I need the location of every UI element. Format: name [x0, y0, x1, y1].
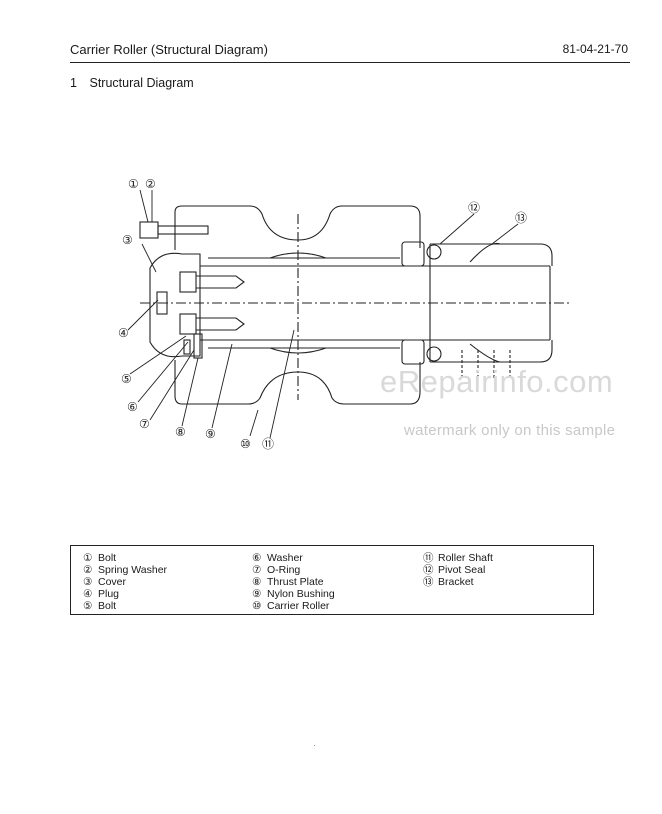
callout-5: ⑤	[121, 372, 132, 386]
bolt-5-upper	[179, 271, 197, 293]
pivot-seal-upper	[401, 241, 425, 267]
section-title: Structural Diagram	[89, 76, 194, 90]
bracket-curve	[469, 242, 501, 363]
page-header: Carrier Roller (Structural Diagram) 81-0…	[70, 42, 630, 63]
pivot-seal-lower	[401, 339, 425, 365]
callout-11: ⑪	[262, 437, 274, 451]
page-code: 81-04-21-70	[562, 42, 628, 56]
bolt-5-upper-shank	[196, 275, 245, 289]
callout-7: ⑦	[139, 417, 150, 431]
seal-ring-lower	[426, 346, 442, 362]
section-number: 1	[70, 76, 77, 90]
bolt-5-lower-shank	[196, 317, 245, 331]
callout-4: ④	[118, 326, 129, 340]
washer-shape	[183, 339, 191, 355]
watermark-main: eRepairinfo.com	[380, 364, 614, 399]
callout-2: ②	[145, 177, 156, 191]
callout-12: ⑫	[468, 201, 480, 215]
callout-1: ①	[128, 177, 139, 191]
page-dot	[314, 745, 315, 746]
leader-lines	[127, 189, 519, 439]
bolt-1-upper	[139, 221, 159, 239]
seal-ring-upper	[426, 244, 442, 260]
callout-10: ⑩	[240, 437, 251, 451]
bolt-1-shank	[157, 225, 209, 235]
bolt-5-lower	[179, 313, 197, 335]
section-heading: 1 Structural Diagram	[70, 76, 194, 90]
thrust-plate-shape	[193, 333, 203, 359]
callout-3: ③	[122, 233, 133, 247]
cover-outline	[149, 252, 201, 358]
callout-8: ⑧	[175, 425, 186, 439]
callout-9: ⑨	[205, 427, 216, 441]
page-title: Carrier Roller (Structural Diagram)	[70, 42, 268, 57]
callout-6: ⑥	[127, 400, 138, 414]
watermark-sub: watermark only on this sample	[404, 422, 616, 439]
callout-13: ⑬	[515, 211, 527, 225]
